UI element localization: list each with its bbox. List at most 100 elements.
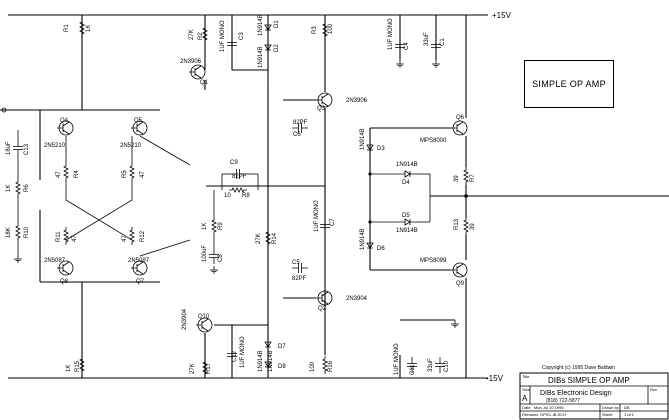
r7-label: R7 [470,174,476,182]
r14-value: 27K [256,233,262,244]
d6-label: D6 [377,246,385,252]
r7-resistor [463,166,469,186]
q2-part: 2N3904 [346,296,368,302]
c12-value: 1UF MONO [240,336,246,368]
d5-label: D5 [402,213,410,219]
d8-label: D8 [278,364,286,370]
c4-label: C4 [404,42,410,50]
title-block [519,372,669,420]
c12-label: C12 [232,350,238,362]
r10-label: R10 [24,226,30,238]
c11-label: C11 [410,364,416,375]
tb-title: DIBs SIMPLE OP AMP [548,376,630,385]
r1-resistor [79,18,85,38]
positive-rail-label: +15V [492,11,512,20]
tb-sheet: 1 of 1 [624,412,635,417]
r16-resistor [322,355,328,375]
c6-label: C6 [293,132,301,138]
d1-label: D1 [274,20,280,28]
q8-label: Q8 [60,279,69,285]
r8-label: R8 [242,193,250,199]
bypass-ground-icon [450,319,460,328]
q9-label: Q9 [456,281,465,287]
r6-label: R6 [24,184,30,192]
c4-value: 1UF MONO [388,18,394,50]
r11-value: 47 [72,235,78,242]
r13-resistor [463,216,469,236]
input-terminal[interactable] [1,107,7,113]
q10-transistor [195,317,213,333]
d2-part: 1N914B [258,46,264,68]
q7-part: 2N5087 [128,258,150,264]
r13-label: R13 [454,218,460,230]
title-box-text: SIMPLE OP AMP [532,79,606,89]
r3-value: 100 [328,23,334,34]
r14-label: R14 [272,232,278,244]
c5-value: 82PF [292,276,307,282]
q9-transistor [450,262,468,278]
c11-value: 1UF MONO [394,343,400,375]
d3-label: D3 [377,146,385,152]
r16-value: 100 [310,361,316,372]
r13-value: 39 [470,223,476,230]
r3-label: R3 [312,26,318,34]
r16-label: R16 [328,360,334,372]
r12-label: R12 [140,230,146,242]
q5-part: 2N5210 [120,143,142,149]
c5-label: C5 [292,260,300,266]
r5-value: 47 [140,171,146,178]
r9-resistor [211,216,217,236]
tb-filename: OPSC-IB.SCH [540,412,566,417]
r3-resistor [322,20,328,40]
d8-part: 1N914B [268,350,274,372]
q8-part: 2N5087 [44,258,66,264]
negative-rail-label: -15V [486,374,504,383]
tb-date: Mon Jul 10 1995 [534,405,564,410]
q1-part: 2N3906 [180,59,202,65]
title-box: SIMPLE OP AMP [524,60,614,108]
c8-label: C8 [218,254,224,262]
r4-resistor [63,162,69,182]
d7-part: 1N914B [258,350,264,372]
r14-resistor [265,228,271,248]
bias-node-bottom [368,220,372,224]
c10-value: 33uF [428,358,434,372]
r2-value: 27K [189,29,195,40]
q3-transistor [315,92,333,108]
r15-label: R15 [75,360,81,372]
c4-ground-icon [395,59,405,68]
r10-value: 18K [6,227,12,238]
bias-node-top [368,172,372,176]
c1-ground-icon [431,59,441,68]
c13-value: 18uF [6,141,12,155]
output-node [464,194,468,198]
r2-label: R2 [198,32,204,40]
r4-value: 47 [56,171,62,178]
r1-label: R1 [64,24,70,32]
d2-label: D2 [274,44,280,52]
d3-part: 1N914B [360,128,366,150]
d5-part: 1N914B [396,228,418,234]
tb-phone: (818) 722-5877 [546,398,580,404]
r8-resistor [228,187,248,193]
c3-value: 1UF MONO [220,20,226,52]
d4-diode [399,170,417,178]
tb-date-label: Date [522,405,531,410]
q3-label: Q3 [317,106,326,112]
q5-label: Q5 [134,118,143,124]
c3-label: C3 [239,32,245,40]
input-ground-icon [13,254,23,263]
c8-ground-icon [209,265,219,274]
c1-label: C1 [440,38,446,46]
tb-drawn: DB [624,405,630,410]
r5-label: R5 [122,170,128,178]
d7-label: D7 [278,344,286,350]
tb-title-label: Title [522,374,530,379]
r6-value: 1K [6,185,12,192]
r8-value: 10 [224,193,231,199]
tb-size: A [522,394,528,403]
c7-value: 1UF MONO [314,200,320,232]
r6-resistor [15,178,21,198]
tb-size-label: Size [522,387,531,392]
